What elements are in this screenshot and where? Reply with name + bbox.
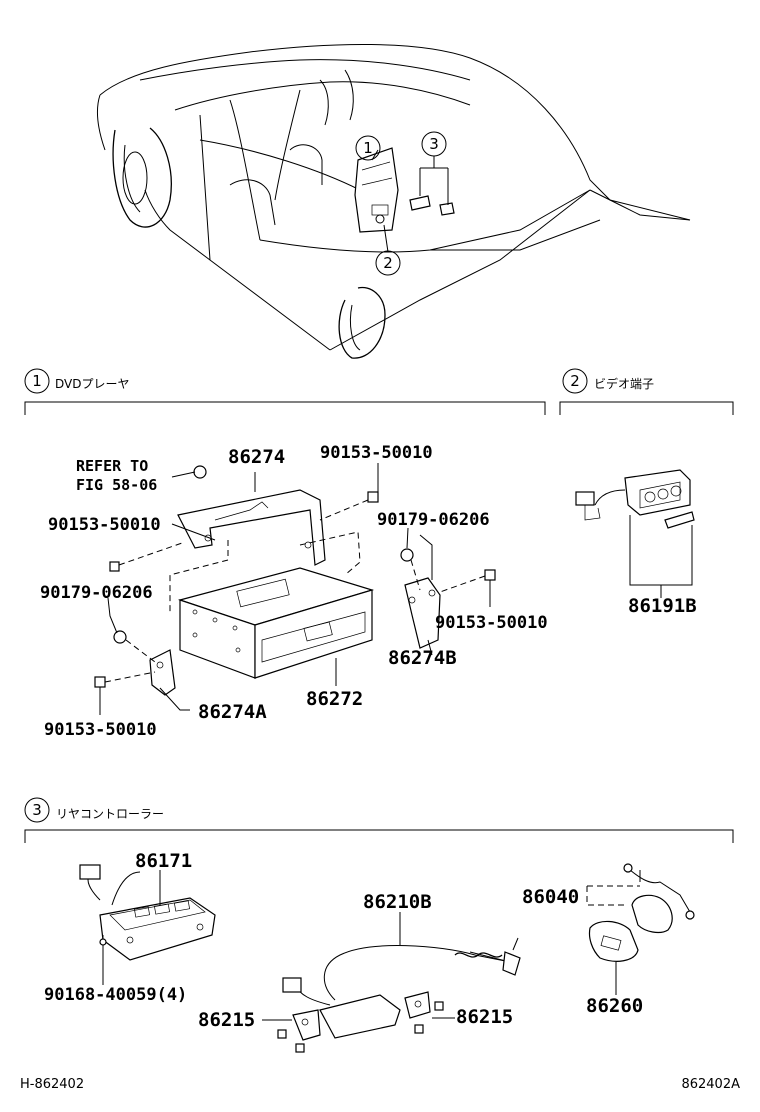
car-overview-illustration: 1 2 3 bbox=[97, 43, 691, 359]
footer-right-code: 862402A bbox=[681, 1077, 740, 1092]
bolt-right bbox=[439, 569, 496, 593]
part-86210B-label: 86210B bbox=[363, 891, 432, 913]
part-86040-label: 86040 bbox=[522, 886, 579, 908]
bolt-bottom bbox=[94, 671, 156, 688]
section-rear-title: リヤコントローラー bbox=[56, 807, 164, 821]
callout-2-number: 2 bbox=[383, 254, 393, 272]
bolt-left bbox=[109, 541, 186, 572]
part-86215-left-label: 86215 bbox=[198, 1009, 255, 1031]
section-dvd-title: DVDプレーヤ bbox=[55, 377, 129, 391]
bolt-top-right bbox=[319, 491, 379, 521]
section-video-number: 2 bbox=[570, 372, 580, 390]
callout-1-number: 1 bbox=[363, 139, 373, 157]
section-dvd-number: 1 bbox=[32, 372, 42, 390]
refer-to-line1: REFER TO bbox=[76, 457, 148, 475]
part-90168-40059-label: 90168-40059(4) bbox=[44, 985, 187, 1005]
part-90179-06206-right-label: 90179-06206 bbox=[377, 510, 490, 530]
part-86274-label: 86274 bbox=[228, 446, 285, 468]
part-86274B-label: 86274B bbox=[388, 647, 457, 669]
part-86171-label: 86171 bbox=[135, 850, 192, 872]
video-terminal-assembly: 86191B bbox=[575, 469, 697, 617]
callout-3-number: 3 bbox=[429, 135, 439, 153]
part-90153-50010-right-label: 90153-50010 bbox=[435, 613, 548, 633]
section-header-dvd: 1 DVDプレーヤ bbox=[24, 368, 546, 415]
part-90179-06206-left-label: 90179-06206 bbox=[40, 583, 153, 603]
footer-left-code: H-862402 bbox=[20, 1077, 84, 1092]
part-86191B-label: 86191B bbox=[628, 595, 697, 617]
section-video-title: ビデオ端子 bbox=[594, 376, 654, 391]
nut-left bbox=[113, 630, 156, 663]
part-90153-50010-top-right-label: 90153-50010 bbox=[320, 443, 433, 463]
part-90153-50010-left-label: 90153-50010 bbox=[48, 515, 161, 535]
dvd-player-assembly: REFER TO FIG 58-06 86274 90153-50010 901… bbox=[40, 443, 548, 740]
refer-to-line2: FIG 58-06 bbox=[76, 476, 157, 494]
part-90153-50010-bottom-label: 90153-50010 bbox=[44, 720, 157, 740]
part-86215-right-label: 86215 bbox=[456, 1006, 513, 1028]
section-header-rear: 3 リヤコントローラー bbox=[24, 797, 734, 843]
rear-controller-assembly: 86171 90168-40059(4) 86210B 86215 86215 bbox=[44, 850, 695, 1053]
section-rear-number: 3 bbox=[32, 801, 42, 819]
part-86274A-label: 86274A bbox=[198, 701, 267, 723]
part-86260-label: 86260 bbox=[586, 995, 643, 1017]
nut-right bbox=[400, 548, 421, 591]
section-header-video: 2 ビデオ端子 bbox=[559, 368, 734, 415]
part-86272-label: 86272 bbox=[306, 688, 363, 710]
